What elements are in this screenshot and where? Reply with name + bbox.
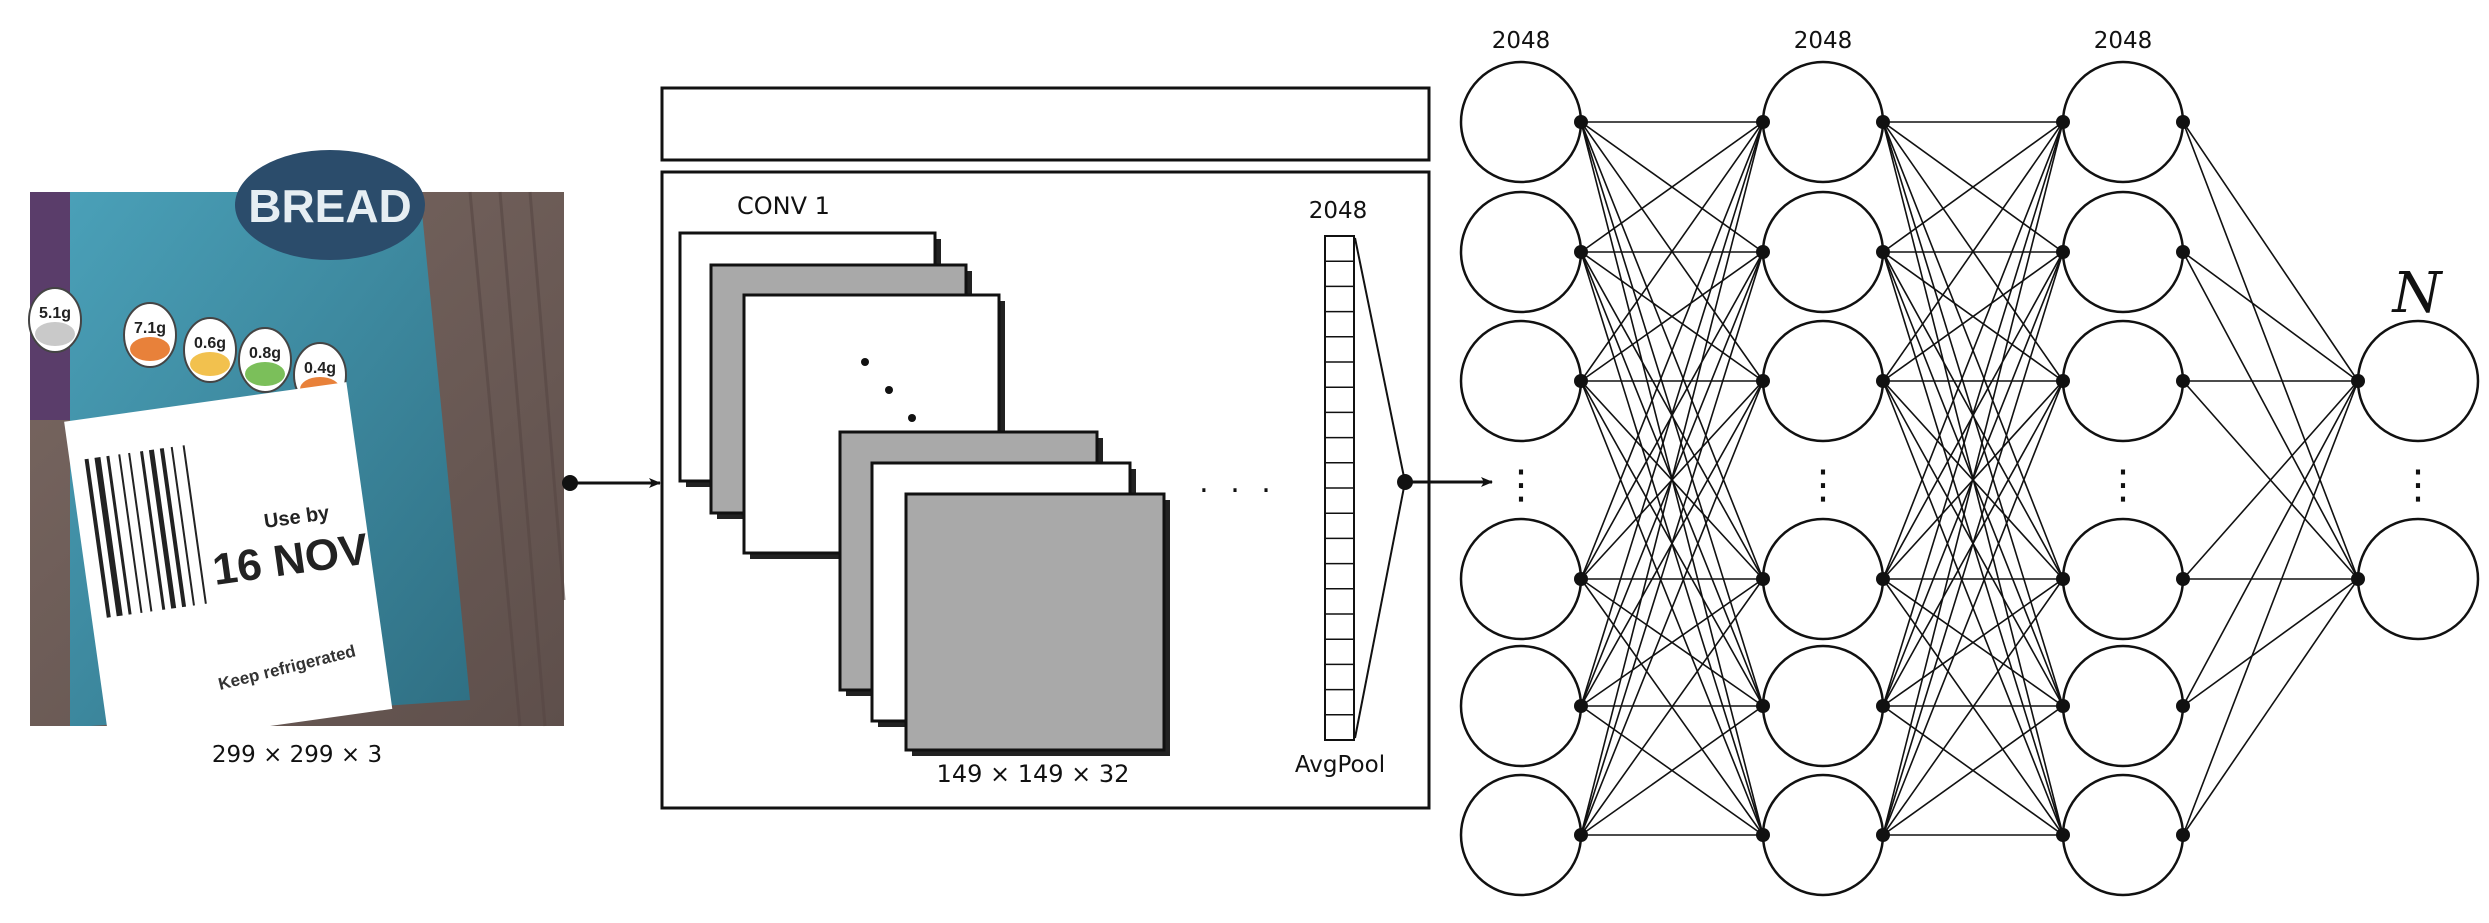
fc-neuron-layer1 [1459, 190, 1588, 314]
fc-edge [2182, 121, 2359, 580]
fc-neuron-layer2 [1756, 773, 1890, 897]
fc-edge [1882, 705, 2064, 836]
fc-neuron-layer3 [2056, 190, 2190, 314]
fc-edge [1882, 121, 2064, 707]
input-image: BREAD 5.1g7.1g0.6g0.8g0.4g Use by 16 NOV… [28, 150, 566, 749]
fc-edge [2182, 380, 2359, 580]
fc-neurons [1459, 60, 2480, 897]
nutrition-badge: 7.1g [123, 302, 177, 368]
cnn-block [660, 170, 1431, 810]
layer-ellipsis: . . . [1199, 465, 1277, 500]
neuron-ellipsis: ⋮ [1501, 462, 1541, 508]
fc-edge [1580, 578, 1764, 707]
avgpool-vector [1324, 235, 1355, 741]
fc-edge [2182, 251, 2359, 580]
feature-maps [678, 231, 1170, 756]
pool-label: AvgPool [1295, 752, 1385, 778]
fc-edge [1580, 121, 1764, 253]
fc-neuron-layer1 [1459, 319, 1588, 443]
fc-neuron-layer2 [1756, 319, 1890, 443]
fc-neuron-layer2 [1756, 644, 1890, 768]
output-neuron [2351, 517, 2480, 641]
layer-units-label: 2048 [1492, 28, 1551, 54]
fc-neuron-layer3 [2056, 319, 2190, 443]
price-label [64, 382, 393, 749]
fc-edge [1882, 121, 2064, 836]
fc-edge [1580, 705, 1764, 836]
output-neuron [2351, 319, 2480, 443]
feature-map-caption: 149 × 149 × 32 [937, 760, 1130, 788]
layer-units-label: 2048 [1794, 28, 1853, 54]
fc-edge [2182, 578, 2359, 836]
pool-units-label: 2048 [1309, 198, 1368, 224]
barcode [84, 445, 207, 618]
nutrition-value: 0.8g [249, 345, 281, 362]
conv-label: CONV 1 [737, 192, 830, 220]
fc-edge [1580, 251, 1764, 836]
fc-edge [1580, 251, 1764, 382]
fc-edge [1882, 380, 2064, 836]
fc-edge [1882, 251, 2064, 836]
input-arrow [562, 475, 661, 491]
wood-grain [468, 191, 566, 727]
fc-neuron-layer3 [2056, 644, 2190, 768]
fc-edge [1882, 578, 2064, 836]
output-label: N [2391, 261, 2444, 326]
fc-neuron-layer3 [2056, 773, 2190, 897]
fc-neuron-layer3 [2056, 60, 2190, 184]
fc-neuron-layer1 [1459, 60, 1588, 184]
fc-neuron-layer2 [1756, 190, 1890, 314]
nutrition-value: 0.4g [304, 360, 336, 377]
neuron-ellipsis: ⋮ [1803, 462, 1843, 508]
fc-edge [1882, 121, 2064, 580]
fc-edge [1580, 121, 1764, 580]
fc-edge [2182, 578, 2359, 707]
fc-neuron-layer2 [1756, 517, 1890, 641]
fc-neuron-layer1 [1459, 644, 1588, 768]
fc-edge [2182, 121, 2359, 382]
neuron-ellipsis: ⋮ [2103, 462, 2143, 508]
fc-connections [1580, 121, 2359, 836]
brand-badge [235, 150, 425, 260]
fc-neuron-layer1 [1459, 773, 1588, 897]
fc-neuron-layer3 [2056, 517, 2190, 641]
cnn-header-box [660, 86, 1431, 162]
fc-edge [1580, 121, 1764, 707]
nutrition-badge: 0.6g [183, 317, 237, 383]
cnn-to-fc-arrow [1397, 474, 1493, 490]
input-caption: 299 × 299 × 3 [212, 742, 382, 768]
fc-layer-labels: ⋮ ⋮ ⋮ ⋮ 2048 2048 2048 [1492, 28, 2438, 508]
fc-edge [1882, 578, 2064, 707]
fc-edge [1580, 121, 1764, 382]
nutrition-badge: 5.1g [28, 287, 82, 353]
fc-edge [2182, 251, 2359, 382]
fc-edge [1882, 121, 2064, 382]
fc-edge [1580, 121, 1764, 836]
nutrition-value: 7.1g [134, 320, 166, 337]
feature-map [904, 492, 1170, 756]
fc-neuron-layer2 [1756, 60, 1890, 184]
fc-edge [1882, 121, 2064, 253]
nutrition-value: 5.1g [39, 305, 71, 322]
layer-units-label: 2048 [2094, 28, 2153, 54]
fc-edge [1580, 578, 1764, 836]
brand-text: BREAD [248, 180, 412, 232]
fc-edge [1580, 380, 1764, 836]
nutrition-value: 0.6g [194, 335, 226, 352]
fc-edge [2182, 380, 2359, 836]
fc-neuron-layer1 [1459, 517, 1588, 641]
pool-funnel [1354, 237, 1406, 739]
nutrition-badge: 0.8g [238, 327, 292, 393]
fc-edge [2182, 380, 2359, 707]
output-ellipsis: ⋮ [2398, 462, 2438, 508]
fmap-ellipsis-diagonal [861, 358, 916, 422]
fc-edge [1882, 251, 2064, 382]
